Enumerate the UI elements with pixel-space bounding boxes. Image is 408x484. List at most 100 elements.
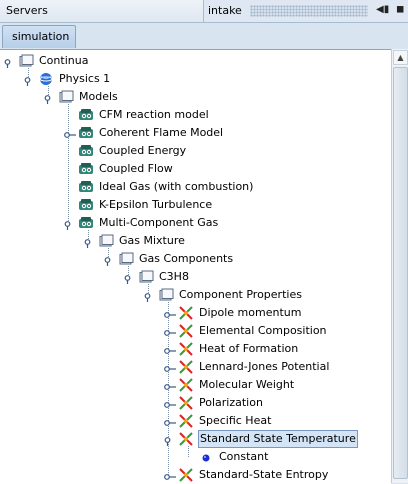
tree-node[interactable]: Coupled Energy — [0, 142, 391, 160]
dot-icon — [198, 450, 214, 464]
tree-node[interactable]: Continua — [0, 52, 391, 70]
collapse-toggle-icon[interactable] — [64, 218, 76, 230]
tree-node[interactable]: Polarization — [0, 394, 391, 412]
tree-node[interactable]: Component Properties — [0, 286, 391, 304]
tree-node[interactable]: Dipole momentum — [0, 304, 391, 322]
tree-node[interactable]: Standard-State Entropy — [0, 466, 391, 484]
tree-connector-line — [148, 284, 149, 295]
minimize-panel-button[interactable]: ◀▮ — [376, 4, 390, 15]
collapse-toggle-icon[interactable] — [24, 74, 36, 86]
tree-connector-line — [188, 446, 189, 457]
tree-node-label: Dipole momentum — [199, 306, 302, 319]
tree-node[interactable]: Coherent Flame Model — [0, 124, 391, 142]
expand-toggle-icon[interactable] — [164, 344, 176, 354]
tree-node-label: Gas Mixture — [119, 234, 185, 247]
tree-node[interactable]: K-Epsilon Turbulence — [0, 196, 391, 214]
tree-connector-line — [68, 104, 69, 223]
model-icon — [78, 162, 94, 176]
model-icon — [78, 108, 94, 122]
model-icon — [78, 126, 94, 140]
tree-node[interactable]: Gas Components — [0, 250, 391, 268]
tree-node[interactable]: Coupled Flow — [0, 160, 391, 178]
collapse-toggle-icon[interactable] — [44, 92, 56, 104]
scroll-up-arrow-icon[interactable]: ▲ — [393, 50, 408, 65]
expand-toggle-icon[interactable] — [164, 308, 176, 318]
tree-node[interactable]: Physics 1 — [0, 70, 391, 88]
model-icon — [78, 144, 94, 158]
property-icon — [178, 468, 194, 482]
tree-node-label: Ideal Gas (with combustion) — [99, 180, 254, 193]
tree-connector-line — [88, 230, 89, 241]
expand-toggle-icon[interactable] — [164, 470, 176, 480]
collapse-toggle-icon[interactable] — [144, 290, 156, 302]
tab-simulation[interactable]: simulation — [2, 25, 76, 48]
tree-node-label: Standard State Temperature — [198, 430, 358, 448]
vertical-scrollbar[interactable]: ▲ — [391, 49, 408, 483]
tree-node-label: Standard-State Entropy — [199, 468, 329, 481]
expand-toggle-icon[interactable] — [164, 398, 176, 408]
tree-node[interactable]: Ideal Gas (with combustion) — [0, 178, 391, 196]
tree-node[interactable]: Heat of Formation — [0, 340, 391, 358]
property-icon — [178, 396, 194, 410]
maximize-panel-button[interactable]: ◼ — [396, 4, 405, 15]
folder-icon — [18, 54, 34, 68]
tree-node[interactable]: Constant — [0, 448, 391, 466]
tree-node[interactable]: Lennard-Jones Potential — [0, 358, 391, 376]
tree-node[interactable]: Gas Mixture — [0, 232, 391, 250]
folder-icon — [158, 288, 174, 302]
tree-node[interactable]: Models — [0, 88, 391, 106]
tree-node-label: Constant — [219, 450, 269, 463]
tree-node-label: Coupled Energy — [99, 144, 187, 157]
collapse-toggle-icon[interactable] — [164, 434, 176, 446]
expand-toggle-icon[interactable] — [164, 362, 176, 372]
tree-node-label: CFM reaction model — [99, 108, 209, 121]
tree-node-label: Coherent Flame Model — [99, 126, 224, 139]
tree-node[interactable]: Specific Heat — [0, 412, 391, 430]
tree-node[interactable]: Elemental Composition — [0, 322, 391, 340]
tree-connector-line — [28, 68, 29, 79]
model-icon — [78, 198, 94, 212]
folder-icon — [98, 234, 114, 248]
collapse-toggle-icon[interactable] — [104, 254, 116, 266]
tree-connector-line — [48, 86, 49, 97]
tab-servers-label: Servers — [6, 4, 48, 17]
tree-node[interactable]: Multi-Component Gas — [0, 214, 391, 232]
tab-servers[interactable]: Servers — [0, 0, 204, 22]
property-icon — [178, 414, 194, 428]
drag-grip[interactable] — [250, 5, 368, 17]
tree-node-label: Molecular Weight — [199, 378, 295, 391]
tree-node-label: Coupled Flow — [99, 162, 173, 175]
tree-node-label: Physics 1 — [59, 72, 111, 85]
physics-icon — [38, 72, 54, 86]
scrollbar-thumb[interactable] — [393, 67, 408, 479]
expand-toggle-icon[interactable] — [164, 416, 176, 426]
subtab-bar: simulation — [0, 23, 408, 49]
tree-node-label: C3H8 — [159, 270, 189, 283]
tree-node[interactable]: Standard State Temperature — [0, 430, 391, 448]
property-icon — [178, 324, 194, 338]
tree-node-label: Continua — [39, 54, 89, 67]
tree-node-label: Heat of Formation — [199, 342, 299, 355]
collapse-toggle-icon[interactable] — [4, 56, 16, 68]
collapse-toggle-icon[interactable] — [124, 272, 136, 284]
tab-intake-label: intake — [208, 4, 242, 17]
tab-simulation-label: simulation — [12, 30, 70, 43]
tree-node[interactable]: Molecular Weight — [0, 376, 391, 394]
model-icon — [78, 216, 94, 230]
tree-node[interactable]: CFM reaction model — [0, 106, 391, 124]
tree-connector-line — [128, 266, 129, 277]
model-icon — [78, 180, 94, 194]
expand-toggle-icon[interactable] — [164, 380, 176, 390]
property-icon — [178, 378, 194, 392]
property-icon — [178, 306, 194, 320]
tree-node[interactable]: C3H8 — [0, 268, 391, 286]
tab-intake[interactable]: intake ◀▮ ◼ — [204, 0, 408, 22]
tree-node-label: Models — [79, 90, 118, 103]
collapse-toggle-icon[interactable] — [84, 236, 96, 248]
expand-toggle-icon[interactable] — [64, 128, 76, 138]
folder-icon — [138, 270, 154, 284]
folder-icon — [118, 252, 134, 266]
tree-connector-line — [108, 248, 109, 259]
expand-toggle-icon[interactable] — [164, 326, 176, 336]
